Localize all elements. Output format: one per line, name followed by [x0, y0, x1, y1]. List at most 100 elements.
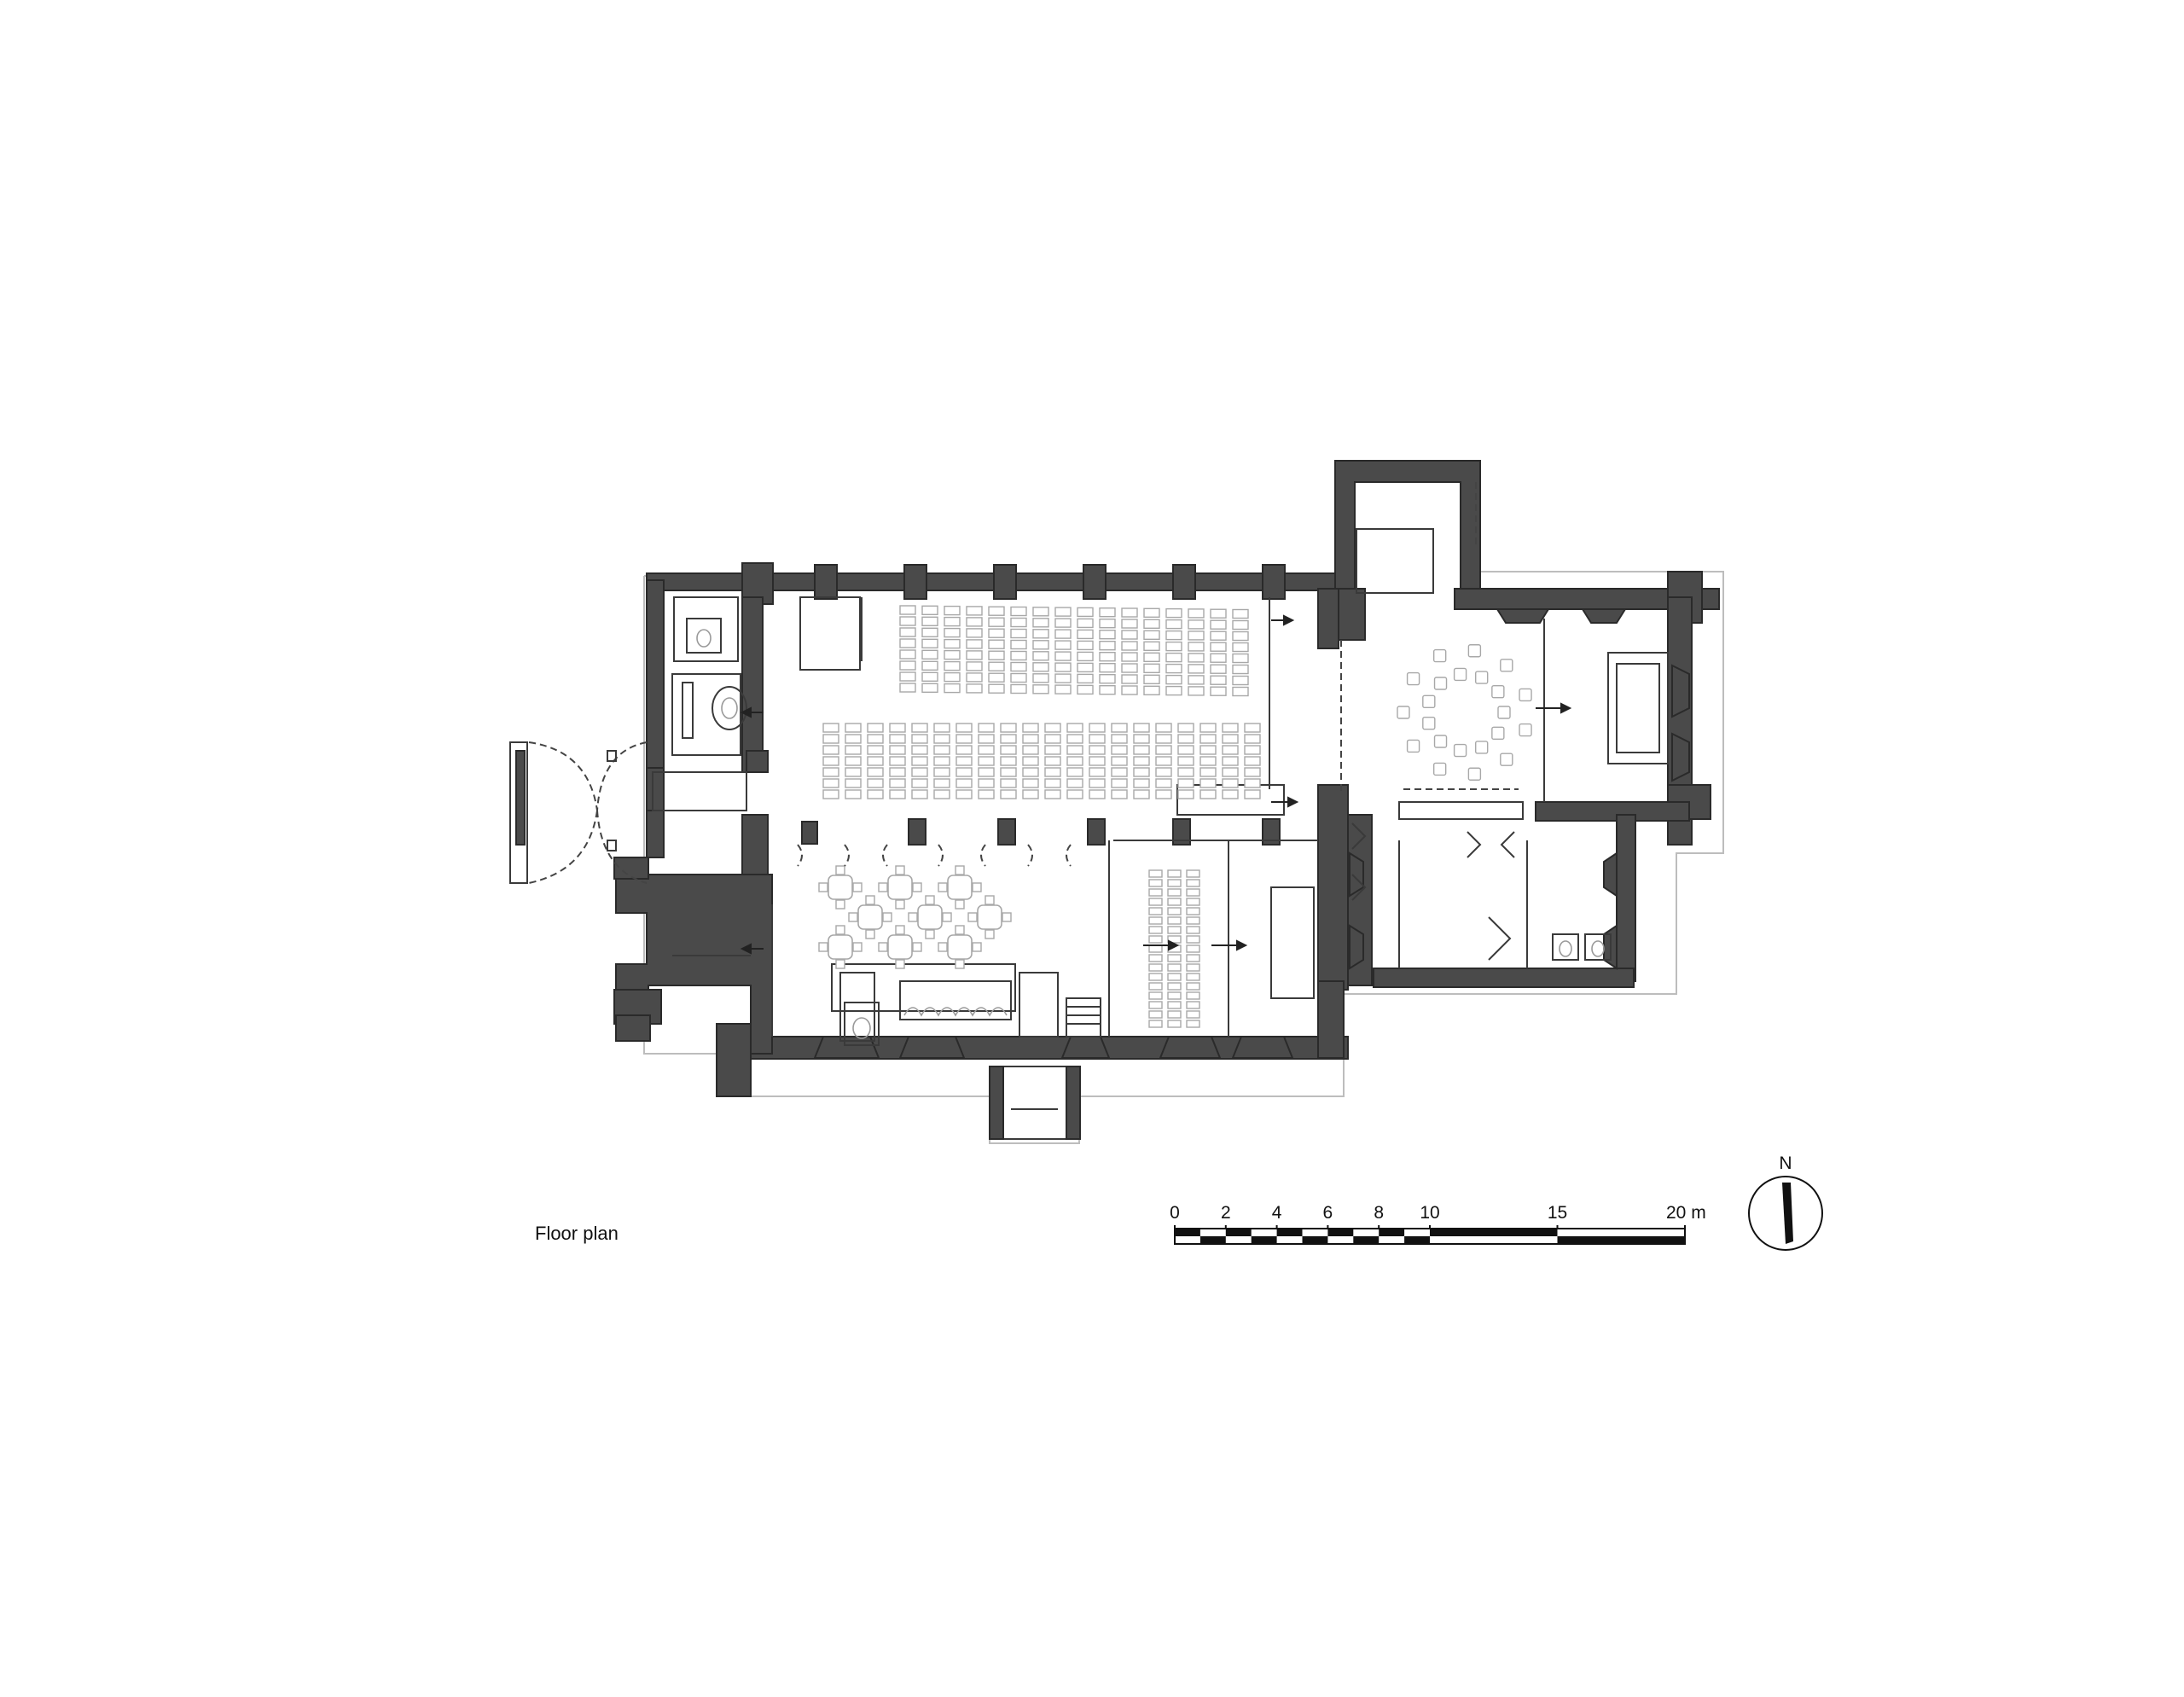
- chair: [988, 639, 1005, 649]
- chair: [1010, 606, 1027, 617]
- chair: [1022, 745, 1039, 755]
- chair: [1167, 1010, 1182, 1019]
- chair: [1177, 789, 1194, 799]
- nave-seating-middle: [822, 723, 1261, 799]
- chair: [1143, 685, 1160, 695]
- chair: [1232, 642, 1249, 653]
- chair: [1121, 663, 1138, 673]
- chair: [1244, 745, 1261, 755]
- cafe-table: [947, 875, 973, 900]
- chair: [1121, 630, 1138, 640]
- chair: [1054, 651, 1072, 661]
- chair: [1032, 684, 1049, 694]
- chair: [1148, 954, 1163, 962]
- cafe-chair: [835, 925, 845, 935]
- chair: [1232, 664, 1249, 675]
- chair: [1133, 734, 1150, 744]
- chair: [1165, 652, 1182, 663]
- chair: [1155, 756, 1172, 766]
- chair: [1155, 789, 1172, 799]
- scale-bar-cell: [1353, 1236, 1380, 1244]
- chancel-circle-seating: [1397, 644, 1532, 781]
- chair: [1099, 652, 1116, 662]
- chair: [1186, 1020, 1200, 1028]
- chair: [1111, 778, 1128, 788]
- chair: [899, 638, 916, 648]
- chair: [1054, 662, 1072, 672]
- chair: [1148, 973, 1163, 981]
- chair: [1467, 767, 1482, 781]
- cafe-chair: [955, 925, 965, 935]
- cafe-chair: [878, 942, 888, 952]
- chair: [911, 734, 928, 744]
- chair: [899, 605, 916, 615]
- chair: [1077, 662, 1094, 673]
- cafe-chair: [938, 942, 948, 952]
- chair: [1121, 641, 1138, 651]
- chair: [978, 778, 995, 788]
- chair: [1066, 756, 1083, 766]
- cafe-chair: [955, 899, 965, 910]
- chair: [966, 628, 983, 638]
- chair: [1186, 898, 1200, 906]
- chair: [933, 756, 950, 766]
- chair: [1210, 653, 1227, 663]
- chair: [1244, 778, 1261, 788]
- chair: [1188, 675, 1205, 685]
- chair: [1148, 944, 1163, 953]
- chair: [966, 650, 983, 660]
- chair: [1099, 663, 1116, 673]
- chair: [1022, 723, 1039, 733]
- chair: [1210, 686, 1227, 696]
- chair: [867, 734, 884, 744]
- chair: [966, 672, 983, 683]
- chair: [1133, 767, 1150, 777]
- chair: [911, 778, 928, 788]
- chair: [1210, 642, 1227, 652]
- cafe-table: [977, 904, 1002, 930]
- chair: [1077, 673, 1094, 684]
- chair: [1099, 630, 1116, 640]
- cafe-chair: [972, 942, 982, 952]
- chair: [1165, 674, 1182, 685]
- chair: [1167, 926, 1182, 934]
- chair: [1232, 608, 1249, 619]
- chair: [1210, 675, 1227, 685]
- chair: [1210, 631, 1227, 641]
- chair: [1232, 631, 1249, 642]
- chair: [899, 671, 916, 682]
- chair: [1099, 619, 1116, 629]
- chair: [899, 616, 916, 626]
- chair: [1044, 789, 1061, 799]
- chair: [956, 723, 973, 733]
- cafe-chair: [878, 882, 888, 892]
- chair: [1133, 789, 1150, 799]
- chair: [911, 745, 928, 755]
- chair: [1165, 663, 1182, 674]
- chair: [956, 745, 973, 755]
- cafe-chair: [835, 865, 845, 875]
- chair: [1148, 898, 1163, 906]
- chair: [822, 767, 839, 777]
- chair: [921, 671, 938, 682]
- chair: [1000, 767, 1017, 777]
- chair: [1186, 869, 1200, 878]
- chair: [1199, 778, 1217, 788]
- cafe-chair: [942, 912, 952, 922]
- chair: [1186, 1010, 1200, 1019]
- chair: [988, 683, 1005, 694]
- chair: [911, 756, 928, 766]
- chair: [1186, 916, 1200, 925]
- chair: [1186, 926, 1200, 934]
- chair: [1010, 683, 1027, 694]
- chair: [1000, 745, 1017, 755]
- chair: [1143, 630, 1160, 640]
- chair: [1099, 685, 1116, 695]
- chair: [1148, 916, 1163, 925]
- chair: [978, 789, 995, 799]
- chair: [1397, 706, 1410, 719]
- south-porch: [989, 1066, 1081, 1140]
- scale-bar-cell: [1379, 1229, 1405, 1236]
- chair: [956, 756, 973, 766]
